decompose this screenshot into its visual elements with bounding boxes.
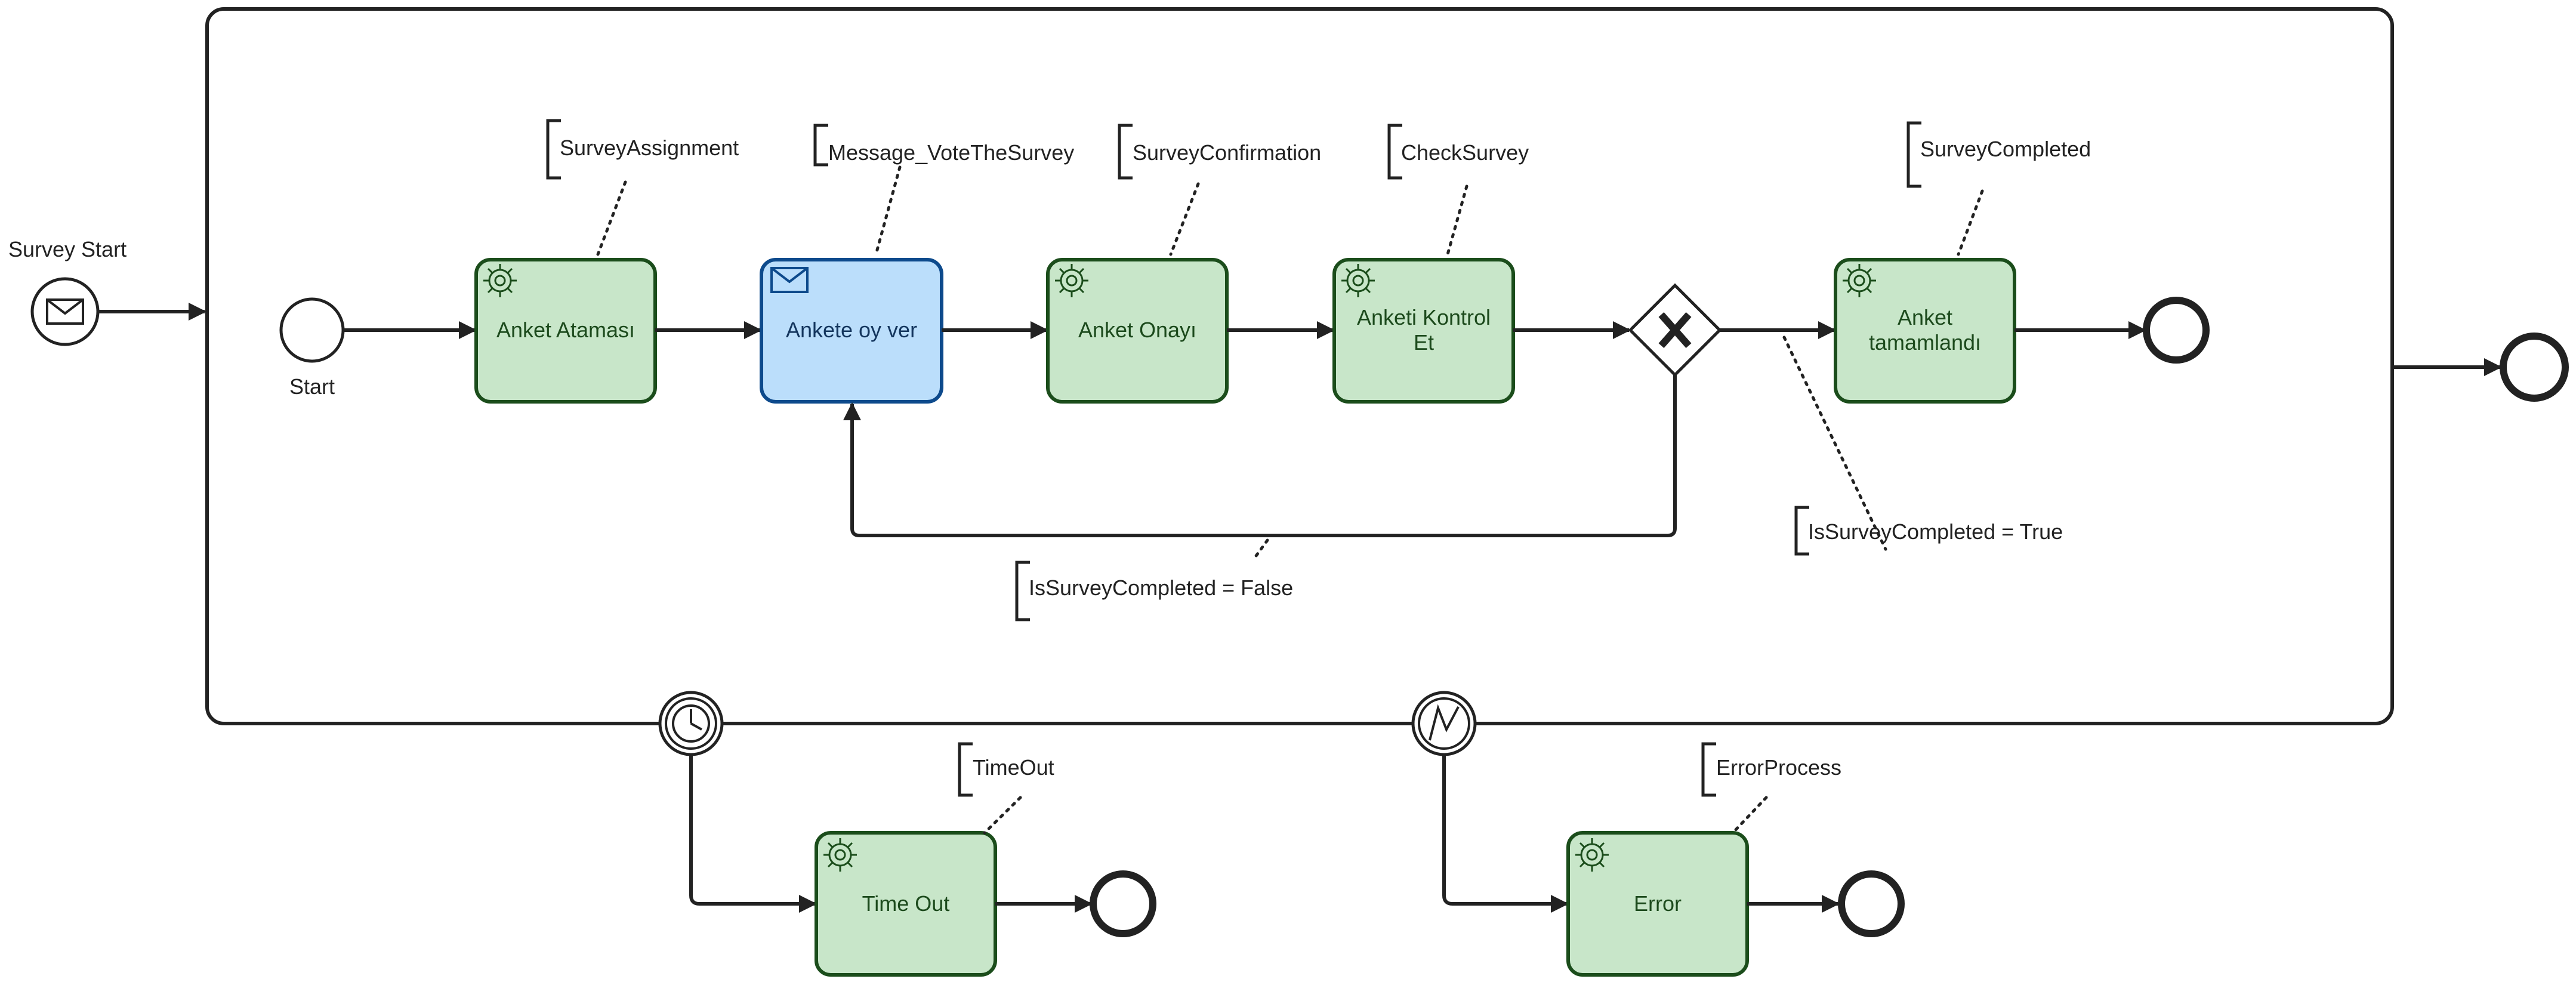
inner-start-label: Start: [289, 374, 335, 399]
annotation-condition-true: IsSurveyCompleted = True: [1782, 335, 2063, 556]
exclusive-gateway[interactable]: [1628, 283, 1722, 377]
timeout-end-event[interactable]: [1090, 870, 1156, 937]
svg-text:SurveyCompleted: SurveyCompleted: [1920, 137, 2091, 161]
task-label: Ankete oy ver: [786, 318, 917, 342]
annotation-timeout: TimeOut: [958, 742, 1054, 835]
outer-end-event[interactable]: [2500, 333, 2569, 402]
clock-icon: [672, 704, 710, 743]
task-label: Time Out: [862, 891, 950, 916]
outer-start-label: Survey Start: [8, 237, 127, 261]
svg-text:IsSurveyCompleted = False: IsSurveyCompleted = False: [1029, 575, 1293, 600]
task-label-line2: Et: [1414, 330, 1434, 355]
task-anket-atamasi[interactable]: Anket Ataması: [474, 258, 657, 404]
error-end-event[interactable]: [1838, 870, 1905, 937]
svg-text:ErrorProcess: ErrorProcess: [1716, 755, 1841, 780]
inner-end-event[interactable]: [2143, 297, 2210, 364]
task-label-line1: Anketi Kontrol: [1357, 305, 1491, 330]
task-anket-tamamlandi[interactable]: Anket tamamlandı: [1834, 258, 2016, 404]
annotation-check-survey: CheckSurvey: [1387, 124, 1529, 256]
task-label: Anket Ataması: [496, 318, 635, 342]
svg-text:Message_VoteTheSurvey: Message_VoteTheSurvey: [828, 140, 1074, 165]
envelope-icon: [46, 298, 84, 325]
flow-gateway-loop-back[interactable]: [843, 375, 1677, 537]
error-boundary-event[interactable]: [1411, 691, 1477, 756]
timer-boundary-event[interactable]: [658, 691, 724, 756]
task-anket-onayi[interactable]: Anket Onayı: [1046, 258, 1229, 404]
task-label-line2: tamamlandı: [1869, 330, 1981, 355]
svg-text:SurveyConfirmation: SurveyConfirmation: [1133, 140, 1321, 165]
svg-text:CheckSurvey: CheckSurvey: [1401, 140, 1529, 165]
svg-text:TimeOut: TimeOut: [973, 755, 1054, 780]
task-ankete-oy-ver[interactable]: Ankete oy ver: [760, 258, 943, 404]
inner-start-event[interactable]: [279, 297, 345, 363]
exclusive-x-icon: [1658, 312, 1692, 348]
envelope-icon: [770, 267, 809, 293]
annotation-survey-confirmation: SurveyConfirmation: [1118, 124, 1321, 256]
svg-text:SurveyAssignment: SurveyAssignment: [560, 136, 739, 160]
flow-error-task[interactable]: [1442, 755, 1569, 913]
annotation-survey-completed: SurveyCompleted: [1906, 121, 2091, 256]
task-label-line1: Anket: [1898, 305, 1952, 330]
task-time-out[interactable]: Time Out: [815, 831, 997, 977]
task-label: Error: [1634, 891, 1682, 916]
annotation-condition-false: IsSurveyCompleted = False: [1015, 538, 1293, 621]
annotation-message-vote: Message_VoteTheSurvey: [813, 124, 1074, 256]
svg-text:IsSurveyCompleted = True: IsSurveyCompleted = True: [1808, 519, 2063, 544]
lightning-icon: [1429, 704, 1460, 741]
task-error[interactable]: Error: [1566, 831, 1749, 977]
flow-timer-timeout[interactable]: [689, 755, 817, 913]
annotation-survey-assignment: SurveyAssignment: [546, 119, 739, 256]
task-anketi-kontrol-et[interactable]: Anketi Kontrol Et: [1332, 258, 1515, 404]
outer-start-event[interactable]: [30, 277, 100, 346]
annotation-error-process: ErrorProcess: [1701, 742, 1841, 835]
task-label: Anket Onayı: [1078, 318, 1196, 342]
